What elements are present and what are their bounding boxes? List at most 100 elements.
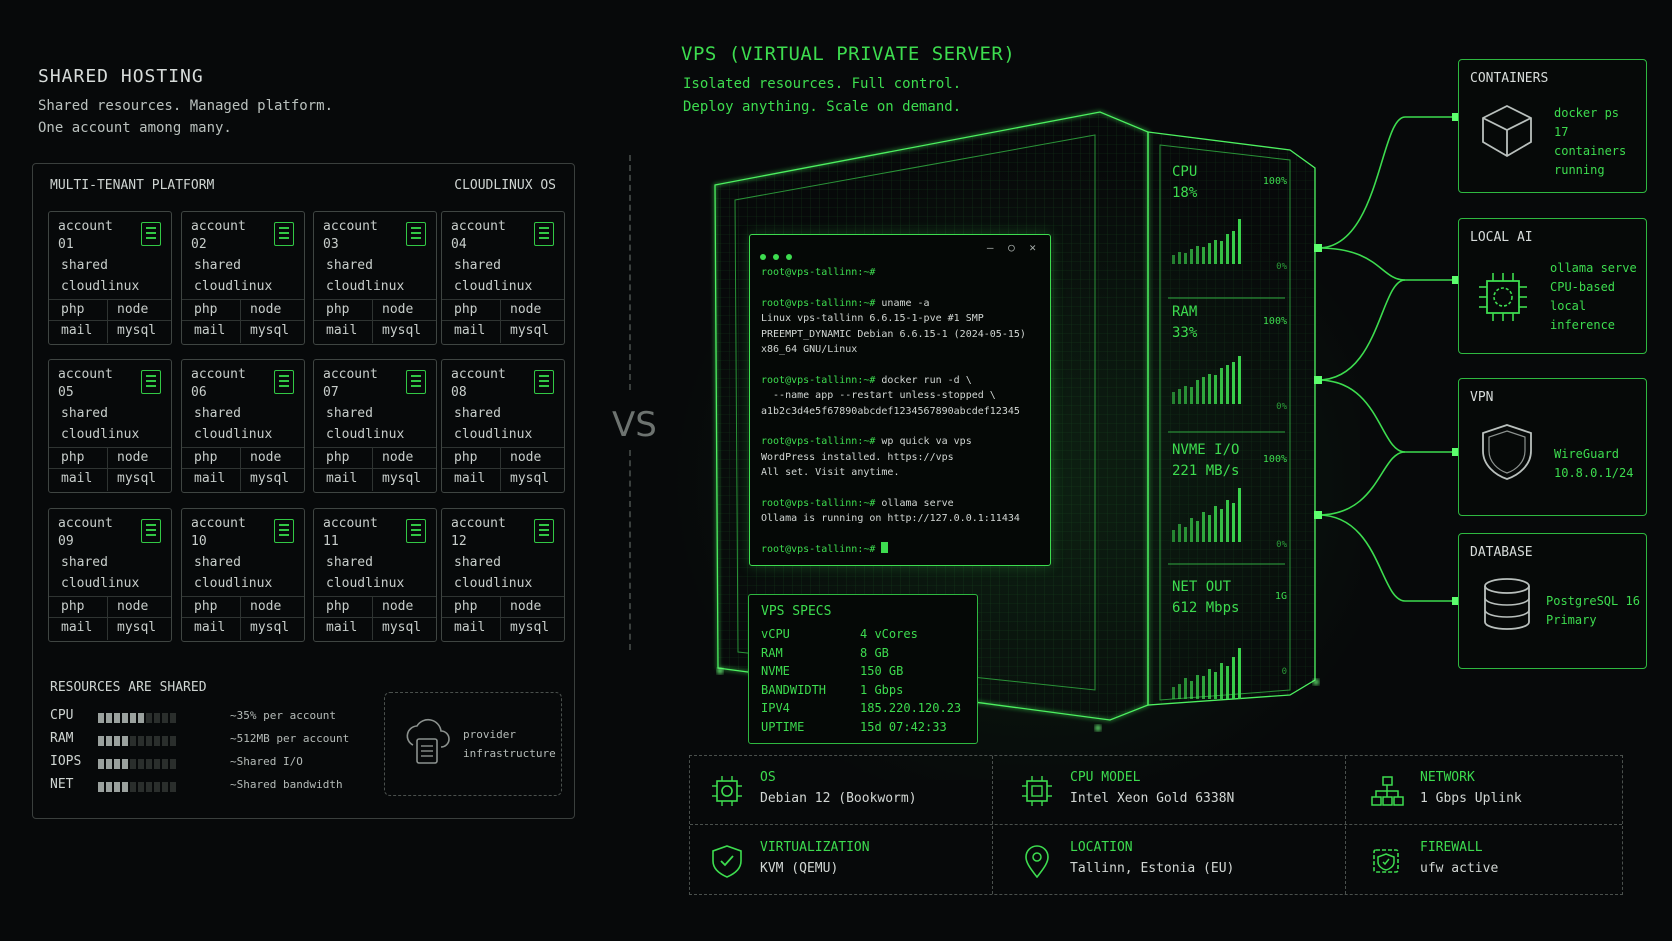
- metric-bar: [1226, 365, 1229, 404]
- account-number: 01: [58, 237, 74, 252]
- terminal-prompt: root@vps-tallinn:~#: [761, 267, 876, 278]
- account-shared-label: shared: [61, 258, 108, 273]
- tag-php: php: [61, 599, 85, 614]
- metric-bar: [1196, 246, 1199, 264]
- info-key: VIRTUALIZATION: [760, 840, 870, 855]
- resource-usage-bar: [98, 713, 176, 723]
- tag-php: php: [194, 450, 218, 465]
- metric-sparkbars: [1172, 480, 1241, 542]
- metric-min: 0: [1281, 667, 1287, 677]
- terminal-line: WordPress installed. https://vps: [761, 450, 1044, 465]
- resource-label: CPU: [50, 708, 74, 723]
- tag-mail: mail: [326, 323, 358, 338]
- provider-label: provider: [463, 728, 516, 741]
- account-number: 05: [58, 385, 74, 400]
- tag-divider: [372, 299, 373, 343]
- shared-hosting-title: SHARED HOSTING: [38, 66, 204, 87]
- spec-row: UPTIME 15d 07:42:33: [761, 719, 947, 734]
- metric-value: 221 MB/s: [1172, 463, 1240, 479]
- vs-divider-top: [629, 155, 631, 390]
- spec-value: 15d 07:42:33: [860, 719, 947, 734]
- resource-row: NET~Shared bandwidth: [50, 777, 380, 797]
- window-dots[interactable]: [760, 245, 799, 264]
- metric-bar: [1214, 375, 1217, 404]
- resource-label: IOPS: [50, 754, 82, 769]
- spec-key: UPTIME: [761, 719, 805, 734]
- tag-mysql: mysql: [510, 323, 550, 338]
- tag-node: node: [117, 599, 149, 614]
- document-list-icon: [534, 370, 554, 394]
- metric-bar: [1202, 676, 1205, 699]
- account-shared-label: shared: [454, 406, 501, 421]
- account-cloudlinux-label: cloudlinux: [61, 427, 140, 442]
- tag-mysql: mysql: [117, 323, 157, 338]
- metric-bar: [1196, 521, 1199, 542]
- card-detail-line: PostgreSQL 16: [1546, 594, 1640, 608]
- tag-divider: [107, 299, 108, 343]
- info-value: ufw active: [1420, 861, 1499, 876]
- terminal-output[interactable]: root@vps-tallinn:~#root@vps-tallinn:~# u…: [761, 265, 1044, 557]
- terminal-line: x86_64 GNU/Linux: [761, 342, 1044, 357]
- cube-icon: [1482, 104, 1532, 158]
- terminal-line: [761, 419, 1044, 434]
- document-list-icon: [141, 519, 161, 543]
- terminal-text: --name app --restart unless-stopped \: [761, 390, 996, 402]
- account-label: account: [451, 516, 506, 531]
- metric-bar: [1238, 648, 1241, 699]
- terminal-line: root@vps-tallinn:~#: [761, 265, 1044, 280]
- account-shared-label: shared: [326, 258, 373, 273]
- tag-php: php: [61, 450, 85, 465]
- terminal-text: wp quick va vps: [875, 436, 972, 448]
- account-number: 12: [451, 534, 467, 549]
- provider-infrastructure-box: provider infrastructure: [384, 692, 562, 796]
- terminal-text: ollama serve: [875, 497, 954, 509]
- vs-label: VS: [612, 405, 657, 445]
- metric-min: 0%: [1276, 540, 1287, 550]
- metric-bar: [1238, 219, 1241, 264]
- metric-max: 100%: [1262, 316, 1287, 327]
- terminal-prompt: root@vps-tallinn:~#: [761, 297, 876, 309]
- info-value: Debian 12 (Bookworm): [760, 791, 917, 806]
- tag-mail: mail: [326, 620, 358, 635]
- terminal-text: WordPress installed. https://vps: [761, 451, 954, 463]
- card-detail-line: ollama serve: [1550, 261, 1637, 275]
- metric-bar: [1178, 524, 1181, 542]
- spec-value: 4 vCores: [860, 627, 918, 641]
- terminal-line: a1b2c3d4e5f67890abcdef1234567890abcdef12…: [761, 404, 1044, 419]
- spec-value: 8 GB: [860, 645, 889, 660]
- tag-php: php: [326, 599, 350, 614]
- resource-row: IOPS~Shared I/O: [50, 754, 380, 774]
- tag-mail: mail: [194, 471, 226, 486]
- terminal-window[interactable]: – ○ ✕ root@vps-tallinn:~# root@vps-tallin…: [749, 234, 1051, 566]
- terminal-line: [761, 480, 1044, 495]
- tag-mysql: mysql: [382, 471, 422, 486]
- terminal-line: PREEMPT_DYNAMIC Debian 6.6.15-1 (2024-05…: [761, 327, 1044, 342]
- account-cloudlinux-label: cloudlinux: [454, 576, 533, 591]
- terminal-text: Ollama is running on http://127.0.0.1:11…: [761, 513, 1020, 525]
- tag-mail: mail: [61, 471, 93, 486]
- metric-sparkbars: [1172, 202, 1241, 264]
- window-controls[interactable]: – ○ ✕: [986, 241, 1040, 254]
- info-key: CPU MODEL: [1070, 770, 1141, 785]
